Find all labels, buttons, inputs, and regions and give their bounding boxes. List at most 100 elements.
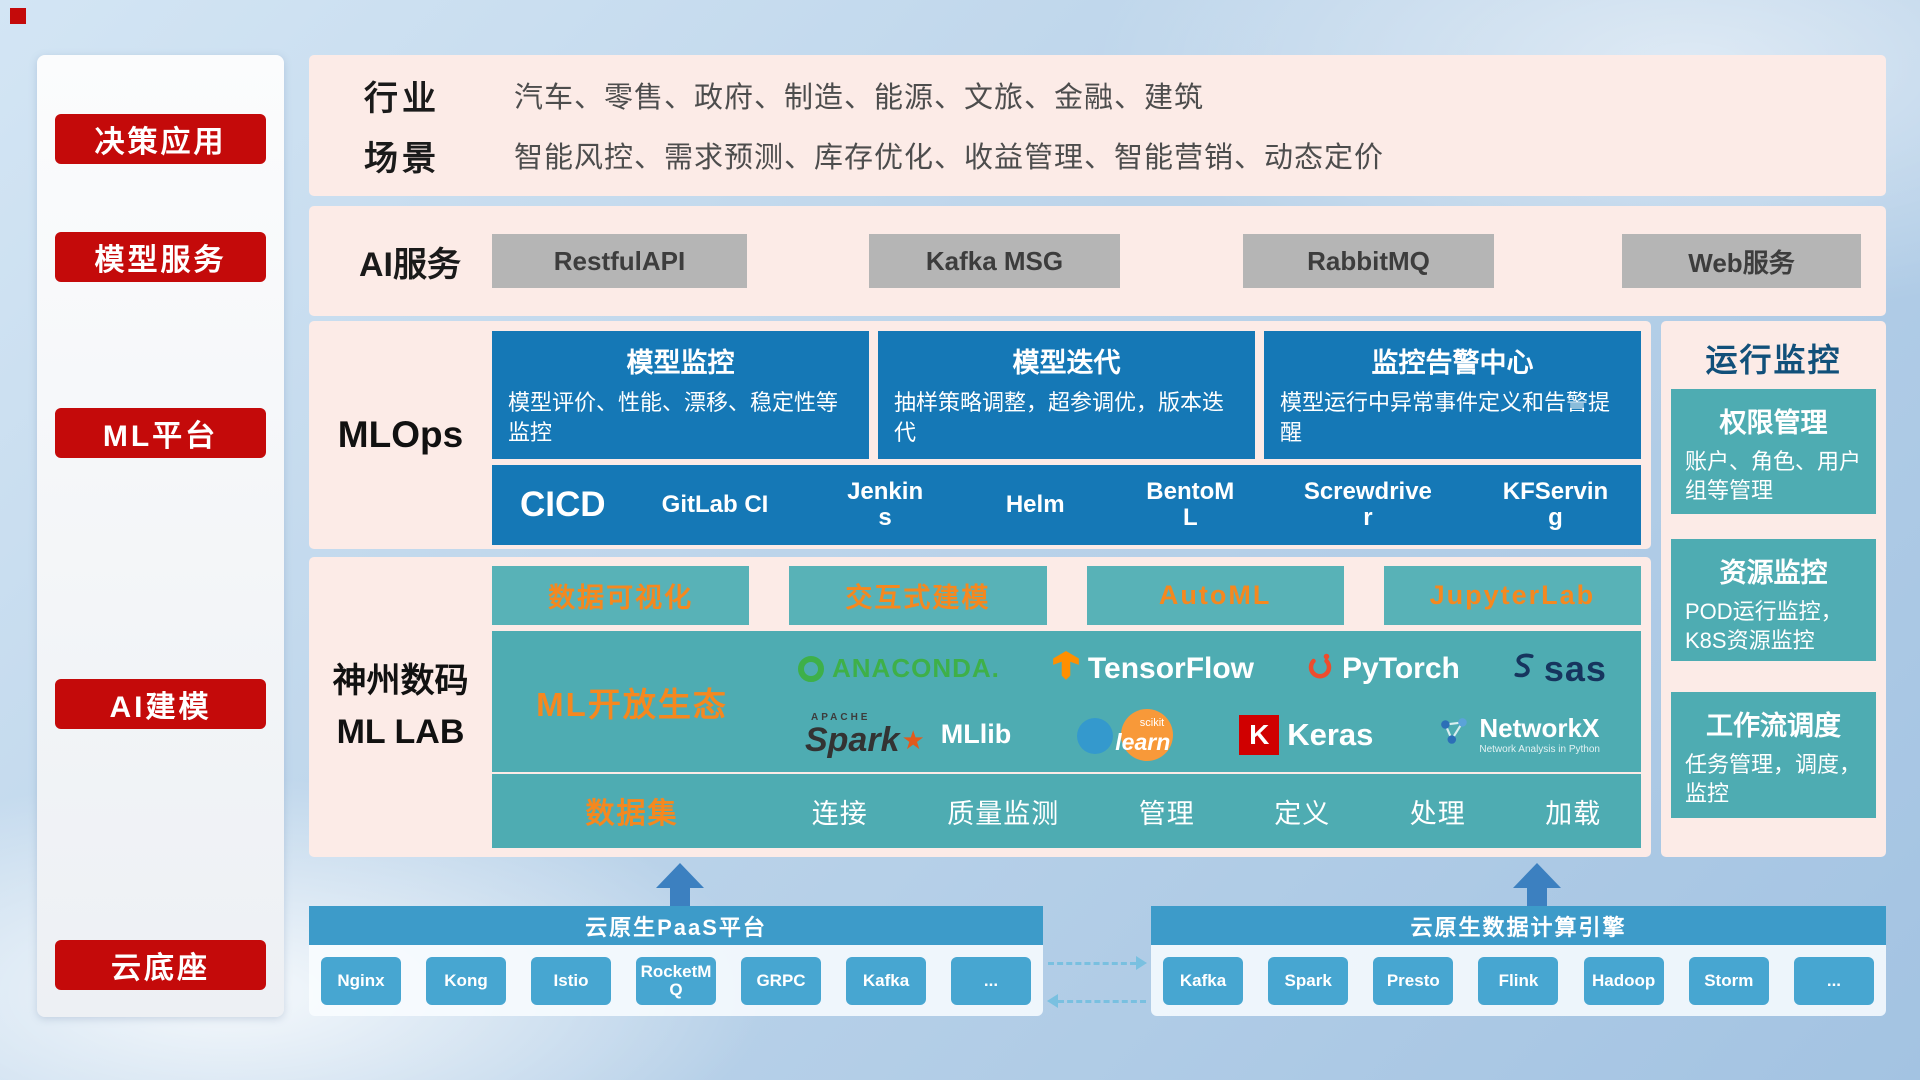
dataset-item-process: 处理	[1409, 798, 1466, 829]
ml-lab-panel: 神州数码 ML LAB 数据可视化 交互式建模 AutoML JupyterLa…	[309, 557, 1651, 857]
up-arrow-paas	[656, 863, 704, 906]
ml-lab-label-line2: ML LAB	[336, 713, 465, 751]
dataset-item-connect: 连接	[811, 798, 868, 829]
mlops-label: MLOps	[337, 414, 464, 455]
tensorflow-wordmark: TensorFlow	[1087, 651, 1255, 685]
card-title: 模型迭代	[1012, 348, 1121, 378]
scikit-learn-icon: scikit learn	[1077, 708, 1174, 761]
model-monitoring-card: 模型监控 模型评价、性能、漂移、稳定性等监控	[492, 331, 869, 459]
spark-wordmark: Spark	[804, 720, 900, 759]
ai-service-label: AI服务	[359, 245, 461, 284]
service-web-button[interactable]: Web服务	[1622, 234, 1861, 288]
workflow-scheduler-card: 工作流调度 任务管理，调度，监控	[1671, 692, 1876, 818]
decor-red-square	[10, 8, 26, 24]
paas-chip-rocketmq[interactable]: RocketMQ	[636, 956, 716, 1005]
engine-chip-flink[interactable]: Flink	[1478, 956, 1559, 1005]
tool-jupyterlab[interactable]: JupyterLab	[1383, 566, 1641, 625]
ai-service-panel: AI服务 RestfulAPI Kafka MSG RabbitMQ Web服务	[309, 206, 1886, 316]
dashed-arrow-right	[1048, 962, 1136, 965]
cicd-tool-jenkins: Jenkins	[847, 477, 924, 531]
keras-logo: K Keras	[1239, 714, 1374, 755]
mlops-panel: MLOps 模型监控 模型评价、性能、漂移、稳定性等监控 模型迭代 抽样策略调整…	[309, 321, 1651, 549]
dataset-item-define: 定义	[1274, 798, 1331, 829]
sas-wordmark: sas	[1543, 647, 1607, 689]
networkx-wordmark: NetworkX	[1479, 712, 1600, 743]
dataset-item-manage: 管理	[1138, 798, 1195, 829]
cicd-tool-screwdriver: Screwdriver	[1303, 477, 1432, 531]
cicd-tool-kfserving: KFServing	[1502, 477, 1609, 531]
tool-interactive-modeling[interactable]: 交互式建模	[789, 566, 1047, 625]
spark-mllib-logo: APACHE Spark ★ MLlib	[804, 711, 1011, 759]
up-arrow-engine	[1513, 863, 1561, 906]
networkx-logo: NetworkX Network Analysis in Python	[1439, 712, 1600, 755]
ml-open-ecosystem: ML开放生态 ANACONDA. TensorFlow	[492, 631, 1641, 772]
dashed-arrow-right-head-icon	[1136, 956, 1147, 970]
pytorch-icon	[1306, 651, 1334, 686]
anaconda-wordmark: ANACONDA.	[832, 653, 1000, 683]
anaconda-logo: ANACONDA.	[798, 653, 1000, 684]
engine-chip-hadoop[interactable]: Hadoop	[1583, 956, 1664, 1005]
permission-management-card: 权限管理 账户、角色、用户组等管理	[1671, 389, 1876, 514]
service-kafka-msg-button[interactable]: Kafka MSG	[869, 234, 1120, 288]
tool-automl[interactable]: AutoML	[1086, 566, 1344, 625]
sidebar-item-ai-modeling[interactable]: AI建模	[55, 679, 266, 729]
mlops-cards: 模型监控 模型评价、性能、漂移、稳定性等监控 模型迭代 抽样策略调整，超参调优，…	[492, 331, 1641, 459]
tool-data-visualization[interactable]: 数据可视化	[492, 566, 750, 625]
sidebar-item-ml-platform[interactable]: ML平台	[55, 408, 266, 458]
data-engine-group: 云原生数据计算引擎 Kafka Spark Presto Flink Hadoo…	[1151, 906, 1886, 1016]
card-desc: 抽样策略调整，超参调优，版本迭代	[894, 390, 1225, 445]
paas-chip-more[interactable]: ...	[951, 956, 1031, 1005]
cicd-tool-bentoml: BentoML	[1146, 477, 1235, 531]
paas-platform-group: 云原生PaaS平台 Nginx Kong Istio RocketMQ GRPC…	[309, 906, 1043, 1016]
sidebar-item-model-service[interactable]: 模型服务	[55, 232, 266, 282]
ml-lab-label-line1: 神州数码	[332, 662, 469, 700]
industry-row-label: 行业	[364, 79, 440, 118]
learn-label: learn	[1115, 728, 1171, 755]
paas-chip-grpc[interactable]: GRPC	[741, 956, 821, 1005]
ml-lab-label: 神州数码 ML LAB	[309, 557, 492, 857]
engine-chip-kafka[interactable]: Kafka	[1163, 956, 1243, 1005]
ml-lab-tools: 数据可视化 交互式建模 AutoML JupyterLab	[492, 566, 1641, 625]
card-title: 权限管理	[1719, 408, 1828, 438]
engine-chip-storm[interactable]: Storm	[1688, 956, 1769, 1005]
service-rabbitmq-button[interactable]: RabbitMQ	[1243, 234, 1494, 288]
service-restfulapi-button[interactable]: RestfulAPI	[492, 234, 747, 288]
spark-star-icon: ★	[901, 724, 925, 755]
engine-chip-more[interactable]: ...	[1793, 956, 1874, 1005]
apache-label: APACHE	[810, 711, 871, 723]
paas-chip-nginx[interactable]: Nginx	[321, 956, 401, 1005]
anaconda-ring-icon	[798, 655, 824, 682]
paas-chip-kafka[interactable]: Kafka	[846, 956, 926, 1005]
scenario-row-label: 场景	[364, 139, 440, 178]
keras-wordmark: Keras	[1287, 716, 1374, 752]
resource-monitor-card: 资源监控 POD运行监控，K8S资源监控	[1671, 539, 1876, 661]
card-desc: POD运行监控，K8S资源监控	[1685, 599, 1843, 653]
sas-logo: sas	[1512, 648, 1607, 690]
card-desc: 模型运行中异常事件定义和告警提醒	[1280, 390, 1611, 445]
keras-k-icon: K	[1239, 714, 1280, 755]
data-engine-title: 云原生数据计算引擎	[1151, 906, 1886, 945]
runtime-monitor-panel: 运行监控 权限管理 账户、角色、用户组等管理 资源监控 POD运行监控，K8S资…	[1661, 321, 1886, 857]
scikit-label: scikit	[1139, 716, 1165, 729]
dashed-arrow-left-head-icon	[1047, 994, 1058, 1008]
sidebar-item-cloud-base[interactable]: 云底座	[55, 940, 266, 990]
paas-platform-title: 云原生PaaS平台	[309, 906, 1043, 945]
sidebar-item-decision-app[interactable]: 决策应用	[55, 114, 266, 164]
scikit-learn-logo: scikit learn	[1077, 708, 1174, 761]
tensorflow-icon	[1052, 651, 1080, 686]
alert-center-card: 监控告警中心 模型运行中异常事件定义和告警提醒	[1264, 331, 1641, 459]
cicd-tool-gitlab-ci: GitLab CI	[661, 490, 769, 518]
pytorch-logo: PyTorch	[1306, 651, 1460, 686]
tensorflow-logo: TensorFlow	[1052, 651, 1254, 686]
runtime-monitor-title: 运行监控	[1705, 342, 1842, 378]
card-desc: 模型评价、性能、漂移、稳定性等监控	[508, 390, 839, 445]
sas-swirl-icon	[1512, 651, 1536, 686]
card-title: 资源监控	[1719, 558, 1828, 588]
engine-chip-presto[interactable]: Presto	[1373, 956, 1454, 1005]
paas-chip-istio[interactable]: Istio	[531, 956, 611, 1005]
engine-chip-spark[interactable]: Spark	[1268, 956, 1349, 1005]
cicd-bar: CICD GitLab CI Jenkins Helm BentoML Scre…	[492, 465, 1641, 545]
networkx-graph-icon	[1439, 716, 1471, 753]
paas-chip-kong[interactable]: Kong	[426, 956, 506, 1005]
